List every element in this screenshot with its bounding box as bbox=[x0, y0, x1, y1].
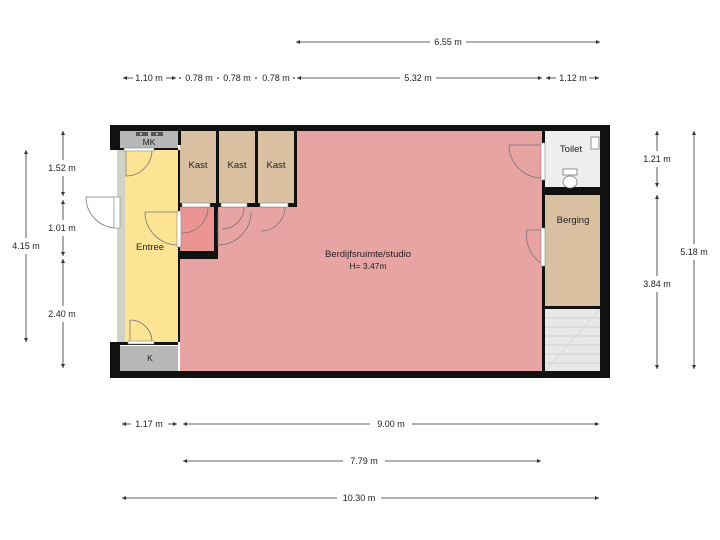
dimension-lines bbox=[24, 40, 696, 500]
toilet-fixture-icon bbox=[562, 168, 578, 189]
kast-3-floor bbox=[258, 131, 294, 203]
berging-label: Berging bbox=[557, 215, 590, 226]
doors bbox=[85, 144, 543, 343]
dim-top-2: 0.78 m bbox=[185, 73, 213, 83]
hall-floor bbox=[180, 207, 214, 251]
dim-top-total: 6.55 m bbox=[434, 37, 462, 47]
meter-icon bbox=[136, 132, 163, 136]
kast-2-floor bbox=[219, 131, 255, 203]
toilet-label: Toilet bbox=[560, 144, 583, 155]
door-frames bbox=[123, 142, 546, 345]
mk-room-floor bbox=[120, 131, 178, 148]
dim-right-1: 1.21 m bbox=[643, 154, 671, 164]
dim-bottom-mid: 7.79 m bbox=[350, 456, 378, 466]
kast-3-label: Kast bbox=[266, 160, 285, 171]
dim-left-3: 2.40 m bbox=[48, 309, 76, 319]
entree-left-strip bbox=[117, 150, 125, 342]
dim-right-total: 5.18 m bbox=[680, 247, 708, 257]
dim-left-total: 4.15 m bbox=[12, 241, 40, 251]
sink-icon bbox=[590, 136, 600, 150]
kast-1-floor bbox=[180, 131, 216, 203]
dim-top-3: 0.78 m bbox=[223, 73, 251, 83]
dim-top-1: 1.10 m bbox=[135, 73, 163, 83]
entree-floor bbox=[120, 150, 178, 342]
kast-1-label: Kast bbox=[188, 160, 207, 171]
dim-top-6: 1.12 m bbox=[559, 73, 587, 83]
dim-top-5: 5.32 m bbox=[404, 73, 432, 83]
k-room-floor bbox=[120, 346, 178, 371]
dim-left-2: 1.01 m bbox=[48, 223, 76, 233]
k-label: K bbox=[147, 353, 153, 363]
dim-left-1: 1.52 m bbox=[48, 163, 76, 173]
dim-bottom-2: 9.00 m bbox=[377, 419, 405, 429]
entree-label: Entree bbox=[136, 242, 164, 253]
stairs bbox=[544, 308, 601, 372]
dimension-dots bbox=[179, 77, 295, 79]
dim-top-4: 0.78 m bbox=[262, 73, 290, 83]
dim-right-2: 3.84 m bbox=[643, 279, 671, 289]
berging-floor bbox=[545, 195, 600, 306]
mk-label: MK bbox=[143, 137, 156, 147]
dim-bottom-total: 10.30 m bbox=[343, 493, 376, 503]
dim-bottom-1: 1.17 m bbox=[135, 419, 163, 429]
kast-2-label: Kast bbox=[227, 160, 246, 171]
studio-height-label: H= 3.47m bbox=[349, 261, 386, 271]
studio-label: Berdijfsruimte/studio bbox=[325, 249, 411, 260]
